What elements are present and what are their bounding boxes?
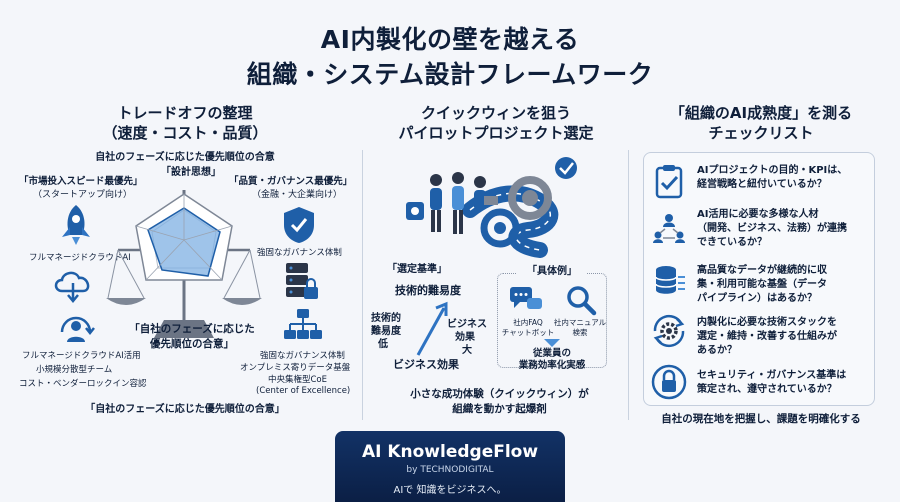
checklist-item-2-line1: AI活用に必要な多様な人材 [697, 209, 819, 220]
right-caption: 自社の現在地を把握し、課題を明確化する [661, 413, 861, 425]
middle-caption-line2: 組織を動かす起爆剤 [452, 403, 547, 415]
examples-label: 「具体例」 [517, 266, 587, 278]
checklist-item-4-line3: あるか？ [697, 345, 737, 356]
effect-line1: ビジネス [447, 319, 487, 330]
speed-priority-sub: （スタートアップ向け） [33, 190, 133, 200]
checklist-item-4-line1: 内製化に必要な技術スタックを [697, 317, 837, 328]
left-list-item-3: コスト・ベンダーロックイン容認 [19, 379, 147, 389]
example1-line1: 社内FAQ [513, 318, 543, 327]
checklist-item-4-line2: 選定・維持・改善する仕組みが [697, 331, 837, 342]
down-arrow-icon [544, 339, 560, 347]
y-axis-label: 技術的難易度 [395, 284, 461, 297]
column-divider-left [362, 150, 363, 420]
right-list-item-4: (Center of Excellence) [256, 386, 351, 396]
speed-priority-label: 「市場投入スピード最優先」 [19, 176, 143, 187]
right-list-item-1: 強固なガバナンス体制 [260, 351, 345, 361]
brand-tagline: AIで 知識をビジネスへ。 [393, 485, 507, 496]
result-line1: 従業員の [532, 348, 571, 359]
example2-line1: 社内マニュアル [553, 318, 607, 327]
team-cycle-icon [60, 316, 95, 342]
center-agreement-line2: 優先順位の合意」 [150, 338, 234, 350]
low-difficulty-line3: 低 [378, 339, 388, 350]
managed-cloud-label: フルマネージドクラウドAI [29, 253, 131, 263]
right-list-item-3: 中央集権型CoE [268, 375, 328, 385]
low-difficulty-line1: 技術的 [371, 313, 401, 324]
middle-heading-1: クイックウィンを狙う [420, 104, 571, 122]
example1-line2: チャットボット [501, 328, 555, 337]
lock-icon [651, 364, 687, 400]
shield-check-icon [284, 207, 314, 243]
pilot-team-illustration [406, 157, 577, 258]
left-list-item-1: フルマネージドクラウドAI活用 [22, 351, 141, 361]
result-line2: 業務効率化実感 [518, 360, 586, 371]
checklist-item-2-line2: （開発、ビジネス、法務）が連携 [697, 223, 847, 234]
left-heading-1: トレードオフの整理 [117, 104, 253, 122]
left-top-caption: 自社のフェーズに応じた優先順位の合意 [95, 152, 275, 163]
page-title-line2: 組織・システム設計フレームワーク [246, 60, 654, 89]
design-philosophy-label: 「設計思想」 [161, 167, 221, 178]
effect-line2: 効果 [455, 332, 475, 343]
org-chart-icon [284, 309, 322, 339]
chatbot-icon [510, 287, 542, 309]
middle-caption-line1: 小さな成功体験（クイックウィン）が [410, 388, 589, 400]
x-axis-label: ビジネス効果 [393, 358, 459, 371]
quality-priority-sub: （金融・大企業向け） [252, 190, 343, 200]
checklist-item-1-line1: AIプロジェクトの目的・KPIは、 [697, 165, 848, 176]
database-icon [655, 266, 685, 294]
governance-label: 強固なガバナンス体制 [257, 248, 342, 258]
rising-arrow-icon [416, 301, 448, 356]
checklist-item-5-line2: 策定され、遵守されているか？ [697, 384, 837, 395]
server-lock-icon [286, 263, 318, 299]
quality-priority-label: 「品質・ガバナンス最優先」 [229, 176, 353, 187]
right-heading-1: 「組織のAI成熟度」を測る [669, 104, 853, 122]
rocket-icon [62, 205, 90, 245]
column-divider-right [628, 150, 629, 420]
checklist-item-5-line1: セキュリティ・ガバナンス基準は [697, 370, 847, 381]
effect-line3: 大 [462, 345, 472, 356]
checklist-item-3-line3: パイプライン）はあるか？ [697, 293, 817, 304]
checklist-item-3-line2: 集・利用可能な基盤（データ [697, 279, 827, 290]
checklist-item-2-line3: できているか？ [697, 237, 767, 248]
checklist-item-3-line1: 高品質なデータが継続的に収 [697, 265, 827, 276]
search-icon [567, 286, 597, 316]
checklist-item-1-line2: 経営戦略と紐付いているか？ [697, 179, 827, 190]
team-network-icon [653, 214, 685, 243]
left-list-item-2: 小規模分散型チーム [36, 365, 113, 375]
gear-cycle-icon [653, 314, 685, 348]
center-agreement-line1: 「自社のフェーズに応じた [129, 323, 255, 335]
page-title-line1: AI内製化の壁を越える [320, 25, 580, 54]
left-bottom-caption: 「自社のフェーズに応じた優先順位の合意」 [85, 404, 285, 415]
balance-scale-radar-icon [106, 190, 262, 338]
brand-by: by TECHNODIGITAL [406, 465, 494, 475]
criteria-label: 「選定基準」 [387, 264, 447, 275]
right-list-item-2: オンプレミス寄りデータ基盤 [240, 363, 351, 373]
middle-heading-2: パイロットプロジェクト選定 [398, 124, 594, 142]
example2-line2: 検索 [572, 328, 588, 337]
clipboard-check-icon [655, 165, 683, 199]
low-difficulty-line2: 難易度 [371, 326, 401, 337]
left-heading-2: （速度・コスト・品質） [102, 124, 268, 142]
brand-footer [335, 431, 565, 502]
brand-name: AI KnowledgeFlow [361, 442, 539, 462]
right-heading-2: チェックリスト [708, 124, 814, 142]
cloud-download-icon [54, 271, 90, 303]
